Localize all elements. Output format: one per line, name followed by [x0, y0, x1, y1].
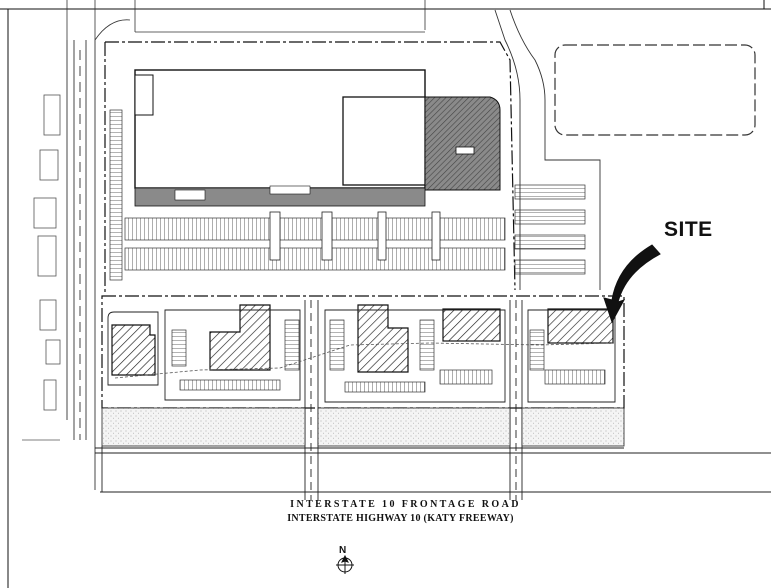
pad-building-3 — [357, 304, 409, 373]
parking-islands — [269, 211, 441, 261]
landscape-buffer — [101, 407, 625, 447]
pad-building-4 — [442, 308, 501, 342]
pad-building-1 — [111, 324, 156, 376]
future-lot-outline — [554, 44, 756, 136]
top-street-lines — [66, 0, 426, 41]
anchor-building — [134, 69, 501, 207]
frontage-road-lines — [95, 446, 771, 493]
west-neighbor-outlines — [22, 94, 61, 441]
pad-lot-curbs — [107, 309, 616, 403]
pad-building-2 — [209, 304, 271, 371]
pad-divider-drives — [304, 300, 523, 500]
pad-building-site — [547, 308, 614, 344]
pad-buildings — [111, 304, 614, 376]
north-parking-rows — [109, 109, 586, 281]
development-boundary — [101, 295, 625, 409]
frontage-road-label: INTERSTATE 10 FRONTAGE ROAD — [290, 499, 521, 510]
highway-label: INTERSTATE HIGHWAY 10 (KATY FREEWAY) — [287, 513, 514, 524]
east-drive — [494, 9, 601, 290]
pedestrian-walkway — [114, 342, 616, 379]
site-label: SITE — [664, 218, 713, 241]
west-street — [66, 40, 96, 490]
pad-parking-stalls — [171, 319, 606, 393]
north-letter: N — [339, 545, 347, 556]
property-line-north — [105, 41, 516, 291]
site-callout-arrow — [603, 244, 661, 324]
north-arrow-icon — [336, 554, 354, 574]
